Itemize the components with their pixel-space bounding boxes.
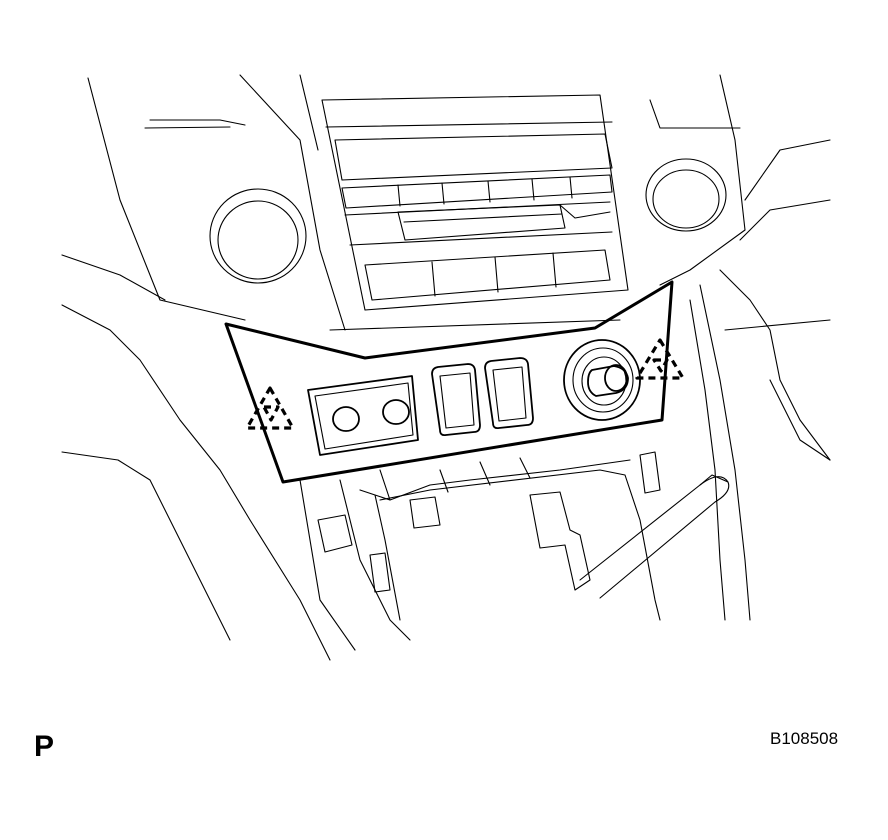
clip-triangle-icon xyxy=(245,386,295,430)
shift-lever xyxy=(579,474,730,599)
seat-heater-left-knob xyxy=(332,406,360,432)
switch-panel xyxy=(224,280,674,484)
clip-triangle-icon xyxy=(635,338,685,380)
left-air-vent xyxy=(209,188,307,284)
audio-unit xyxy=(321,94,629,311)
power-outlet xyxy=(563,339,641,421)
center-console xyxy=(299,319,661,651)
view-letter: P xyxy=(34,730,55,763)
dashboard-outline xyxy=(61,74,831,661)
right-air-vent xyxy=(645,158,727,232)
figure-code: B108508 xyxy=(770,729,839,748)
seat-heater-right-knob xyxy=(382,399,410,425)
rocker-switch-left xyxy=(431,363,481,437)
seat-heater-switch-block xyxy=(307,375,419,456)
rocker-switch-right xyxy=(484,357,534,430)
